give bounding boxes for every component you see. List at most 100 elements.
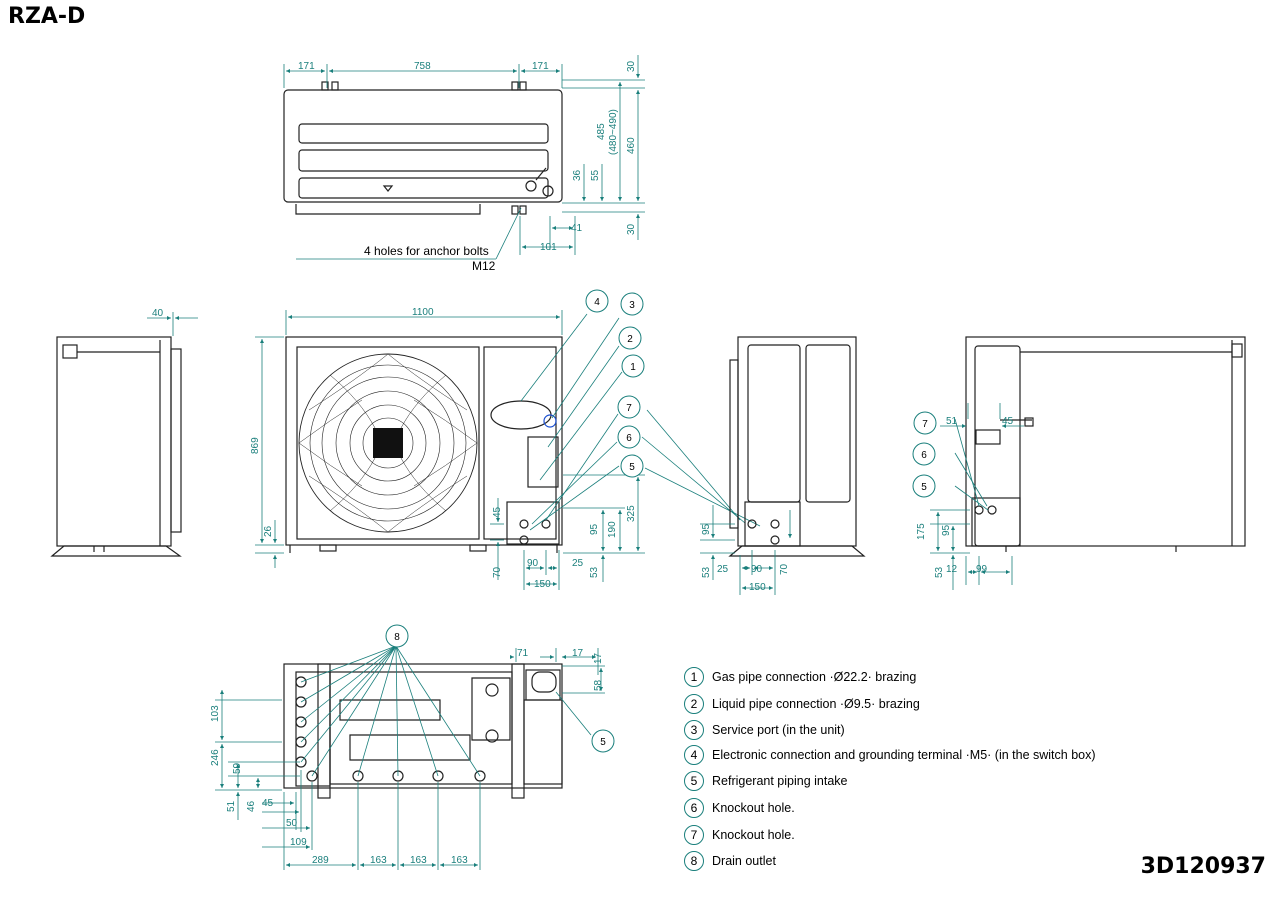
legend-number: 7: [684, 825, 704, 845]
dim-bottom-50: 50: [286, 818, 298, 829]
dim-bottom-59: 59: [232, 762, 243, 774]
legend-text: Knockout hole.: [712, 828, 795, 842]
legend-item-2: 2 Liquid pipe connection ·Ø9.5· brazing: [684, 693, 920, 715]
front-callout-7: 7: [626, 403, 632, 414]
legend-text: Drain outlet: [712, 854, 776, 868]
rear-callout-6: 6: [921, 450, 927, 461]
dim-190: 190: [607, 521, 618, 538]
anchor-bolt-note: 4 holes for anchor bolts: [364, 244, 489, 258]
legend-number: 1: [684, 667, 704, 687]
legend-item-7: 7 Knockout hole.: [684, 824, 795, 846]
dim-right-53: 53: [701, 566, 712, 578]
dim-bottom-109: 109: [290, 837, 307, 848]
legend-number: 8: [684, 851, 704, 871]
front-callout-4: 4: [594, 297, 600, 308]
dim-869: 869: [250, 437, 261, 454]
dim-rear-45: 45: [1002, 416, 1014, 427]
dim-bottom-289: 289: [312, 855, 329, 866]
dim-bottom-163-b: 163: [410, 855, 427, 866]
document-number: 3D120937: [1140, 854, 1266, 879]
dim-rear-53: 53: [934, 566, 945, 578]
legend-item-4: 4 Electronic connection and grounding te…: [684, 744, 1096, 766]
dim-171-right: 171: [532, 61, 549, 72]
legend-text: Gas pipe connection ·Ø22.2· brazing: [712, 670, 917, 684]
dim-758: 758: [414, 61, 431, 72]
legend-number: 5: [684, 771, 704, 791]
dim-485-range: (480~490): [608, 109, 619, 155]
dim-30-bottom: 30: [626, 223, 637, 235]
dim-bottom-46: 46: [246, 800, 257, 812]
dim-bottom-17-v: 17: [593, 652, 604, 664]
dim-bottom-163-c: 163: [451, 855, 468, 866]
dim-right-25: 25: [717, 564, 729, 575]
legend-number: 3: [684, 720, 704, 740]
dim-bottom-71: 71: [517, 648, 529, 659]
legend-item-5: 5 Refrigerant piping intake: [684, 770, 848, 792]
dim-55: 55: [590, 169, 601, 181]
front-callout-6: 6: [626, 433, 632, 444]
dim-30-top: 30: [626, 60, 637, 72]
front-callout-2: 2: [627, 334, 633, 345]
bottom-callout-8: 8: [394, 632, 400, 643]
bolt-size: M12: [472, 259, 496, 273]
model-title: RZA-D: [8, 4, 86, 29]
right-side-view: 95 53 25 90 70 150: [700, 336, 866, 595]
dim-right-95: 95: [701, 523, 712, 535]
rear-view: 7 6 5 51 45 175 95 53 12 99: [912, 336, 1246, 590]
dim-right-70: 70: [779, 563, 790, 575]
legend-item-6: 6 Knockout hole.: [684, 797, 795, 819]
dim-460: 460: [626, 137, 637, 154]
dim-bottom-51: 51: [226, 800, 237, 812]
dim-rear-95: 95: [941, 524, 952, 536]
front-callout-5: 5: [629, 462, 635, 473]
bottom-callout-5: 5: [600, 737, 606, 748]
dim-36: 36: [572, 169, 583, 181]
dim-rear-175: 175: [916, 523, 927, 540]
dim-41: 41: [571, 223, 583, 234]
dim-40: 40: [152, 308, 164, 319]
dim-bottom-58: 58: [593, 679, 604, 691]
legend-item-8: 8 Drain outlet: [684, 850, 776, 872]
dim-485: 485: [596, 123, 607, 140]
rear-callout-7: 7: [922, 419, 928, 430]
dim-bottom-163-a: 163: [370, 855, 387, 866]
legend-text: Service port (in the unit): [712, 723, 845, 737]
legend-number: 6: [684, 798, 704, 818]
dim-rear-99: 99: [976, 564, 988, 575]
legend-text: Refrigerant piping intake: [712, 774, 848, 788]
dim-171-left: 171: [298, 61, 315, 72]
legend-item-3: 3 Service port (in the unit): [684, 719, 845, 741]
dim-bottom-103: 103: [210, 705, 221, 722]
dim-325: 325: [626, 505, 637, 522]
dim-bottom-246: 246: [210, 749, 221, 766]
legend-item-1: 1 Gas pipe connection ·Ø22.2· brazing: [684, 666, 916, 688]
dim-bottom-45: 45: [262, 798, 274, 809]
front-view: 4 3 2 1 7 6 5 1100 869 26 45 70 90 25 15…: [250, 289, 761, 590]
left-side-view: 40: [50, 308, 198, 557]
front-callout-3: 3: [629, 300, 635, 311]
dim-26: 26: [263, 525, 274, 537]
dim-bottom-17-h: 17: [572, 648, 584, 659]
bottom-view: 8 5 71 17 17 58 103 246 59 51 46 45 50 1…: [210, 624, 615, 870]
dim-53: 53: [589, 566, 600, 578]
legend-text: Electronic connection and grounding term…: [712, 748, 1096, 762]
dim-rear-12: 12: [946, 564, 958, 575]
dim-1100: 1100: [412, 307, 434, 318]
legend-text: Liquid pipe connection ·Ø9.5· brazing: [712, 697, 920, 711]
legend-number: 4: [684, 745, 704, 765]
dim-70: 70: [492, 566, 503, 578]
dim-90: 90: [527, 558, 539, 569]
front-callout-1: 1: [630, 362, 636, 373]
legend-number: 2: [684, 694, 704, 714]
dim-right-90: 90: [751, 564, 763, 575]
dim-25: 25: [572, 558, 584, 569]
dim-150: 150: [534, 579, 551, 590]
top-view: 171 758 171 30 460 30 485 (480~490) 36 5…: [283, 55, 645, 273]
dim-right-150: 150: [749, 582, 766, 593]
dim-45: 45: [492, 506, 503, 518]
dim-101: 101: [540, 242, 557, 253]
dim-95: 95: [589, 523, 600, 535]
rear-callout-5: 5: [921, 482, 927, 493]
legend-text: Knockout hole.: [712, 801, 795, 815]
